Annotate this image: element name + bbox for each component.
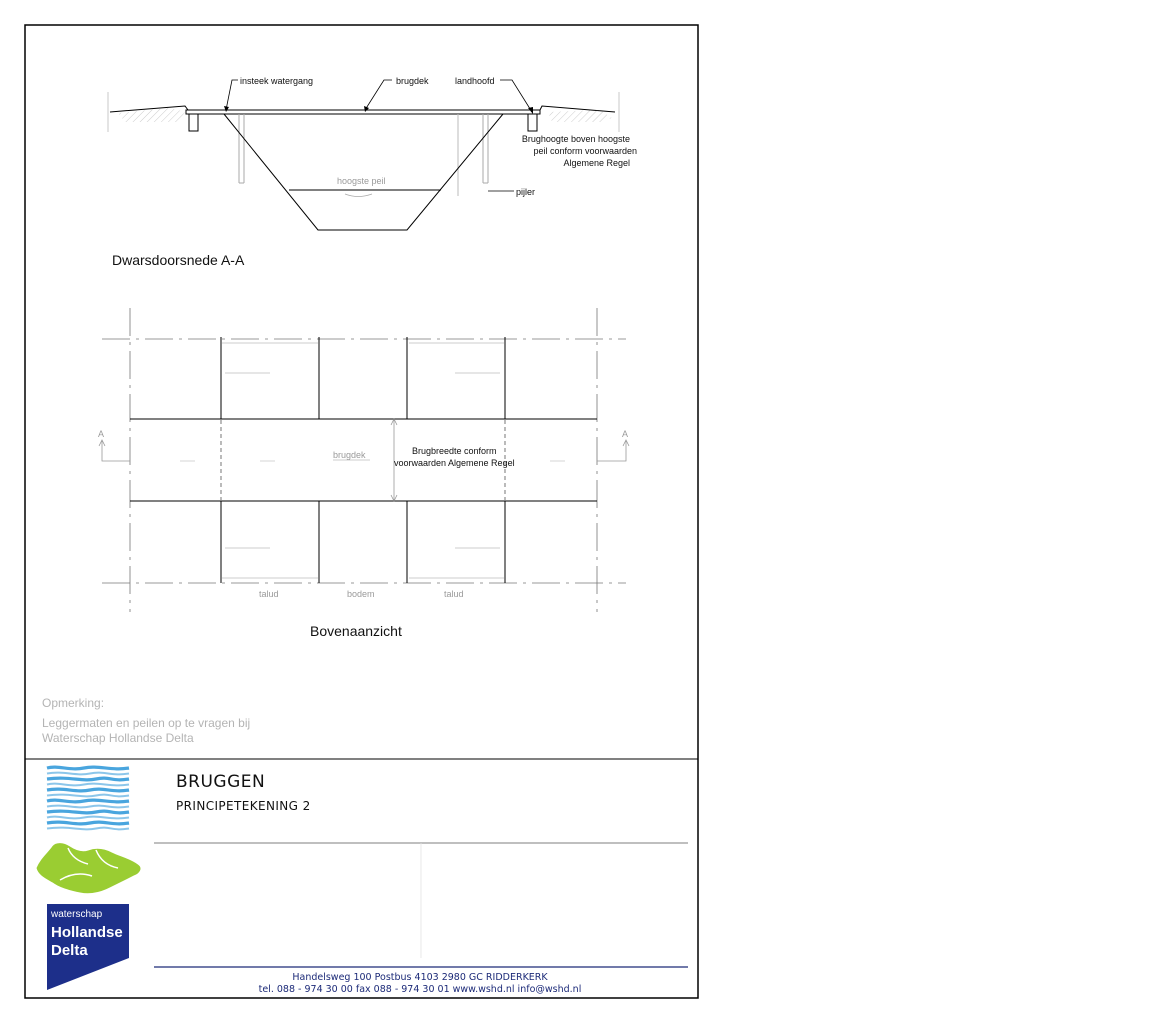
label-hoogste-peil: hoogste peil bbox=[337, 176, 386, 186]
label-height-2: peil conform voorwaarden bbox=[533, 146, 637, 156]
address-line: Handelsweg 100 Postbus 4103 2980 GC RIDD… bbox=[292, 972, 548, 983]
plan-view: A A brugdek Brugbreedte conform voorwaar… bbox=[98, 308, 630, 612]
section-title: Dwarsdoorsnede A-A bbox=[112, 252, 245, 268]
label-landhoofd: landhoofd bbox=[455, 76, 495, 86]
label-talud-right: talud bbox=[444, 589, 464, 599]
drawing-title: BRUGGEN bbox=[176, 772, 265, 792]
label-bodem: bodem bbox=[347, 589, 375, 599]
water-logo-wave bbox=[46, 765, 130, 771]
abutment-right bbox=[527, 113, 538, 132]
contact-line: tel. 088 - 974 30 00 fax 088 - 974 30 01… bbox=[259, 984, 582, 995]
logo-pennant bbox=[47, 904, 129, 990]
abutment-left bbox=[188, 113, 199, 132]
sheet-frame bbox=[24, 24, 699, 999]
water-logo-wave bbox=[46, 771, 130, 776]
cross-section: insteek watergang brugdek landhoofd Brug… bbox=[107, 76, 637, 231]
bridge-deck bbox=[185, 109, 541, 115]
label-width-2: voorwaarden Algemene Regel bbox=[394, 458, 515, 468]
logo-text-3: Delta bbox=[51, 942, 88, 959]
remark-line-1: Leggermaten en peilen op te vragen bij bbox=[42, 716, 250, 730]
label-height-1: Brughoogte boven hoogste bbox=[522, 134, 630, 144]
remark-line-2: Waterschap Hollandse Delta bbox=[42, 731, 194, 745]
waterschap-logo: waterschap Hollandse Delta bbox=[35, 764, 142, 990]
water-logo-wave bbox=[46, 815, 130, 820]
label-brugdek-plan: brugdek bbox=[333, 450, 366, 460]
logo-text-2: Hollandse bbox=[51, 924, 123, 941]
section-mark-right bbox=[597, 441, 627, 462]
water-logo-wave bbox=[46, 820, 130, 826]
soil-hatch-right bbox=[548, 110, 612, 122]
remark-heading: Opmerking: bbox=[42, 696, 104, 710]
land-logo-shape bbox=[35, 842, 142, 895]
plan-title: Bovenaanzicht bbox=[310, 623, 402, 639]
soil-hatch-left bbox=[118, 108, 185, 122]
water-logo-wave bbox=[46, 787, 130, 793]
ground-right bbox=[539, 105, 616, 113]
water-logo-wave bbox=[46, 782, 130, 787]
watercourse-profile bbox=[223, 113, 504, 231]
water-logo-wave bbox=[46, 798, 130, 804]
label-insteek: insteek watergang bbox=[240, 76, 313, 86]
label-pijler: pijler bbox=[516, 187, 535, 197]
section-mark-left bbox=[101, 441, 130, 462]
water-logo-wave bbox=[46, 809, 130, 815]
water-logo-wave bbox=[46, 793, 130, 798]
water-logo-wave bbox=[46, 804, 130, 809]
label-height-3: Algemene Regel bbox=[563, 158, 630, 168]
ground-left bbox=[109, 105, 189, 113]
logo-text-1: waterschap bbox=[50, 909, 103, 920]
drawing-subtitle: PRINCIPETEKENING 2 bbox=[176, 799, 311, 813]
label-brugdek-section: brugdek bbox=[396, 76, 429, 86]
plan-section-mark-right: A bbox=[622, 429, 628, 439]
label-width-1: Brugbreedte conform bbox=[412, 446, 497, 456]
water-level-marker bbox=[344, 193, 373, 197]
plan-section-mark-left: A bbox=[98, 429, 104, 439]
water-logo-wave bbox=[46, 826, 130, 831]
label-talud-left: talud bbox=[259, 589, 279, 599]
water-logo-wave bbox=[46, 776, 130, 782]
